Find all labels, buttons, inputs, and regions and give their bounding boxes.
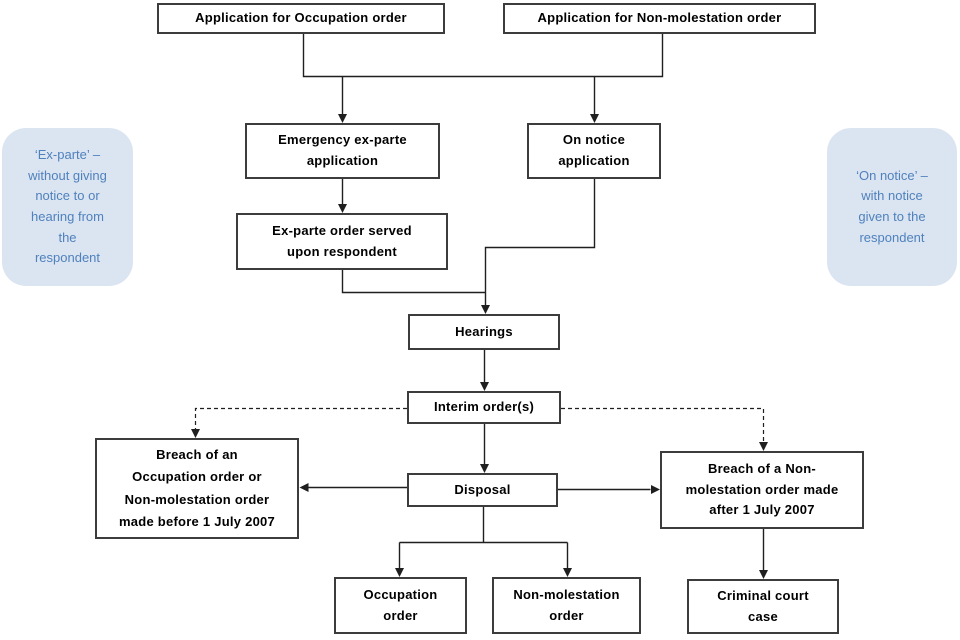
edge-served-to-merge (341, 270, 486, 294)
node-emergency-ex-parte-application: Emergency ex-parte application (245, 123, 440, 179)
edge-disposal-split (398, 507, 569, 569)
node-non-molestation-order: Non-molestation order (492, 577, 641, 634)
edge-interim-to-breach-after-dashed (561, 407, 765, 443)
node-interim-orders: Interim order(s) (407, 391, 561, 424)
node-on-notice-application: On notice application (527, 123, 661, 179)
edge-top-connector (302, 34, 664, 78)
callout-on-notice-definition: ‘On notice’ – with notice given to the r… (827, 128, 957, 286)
node-disposal: Disposal (407, 473, 558, 507)
node-hearings: Hearings (408, 314, 560, 350)
node-criminal-court-case: Criminal court case (687, 579, 839, 634)
node-breach-before-july-2007: Breach of an Occupation order or Non-mol… (95, 438, 299, 539)
node-ex-parte-order-served: Ex-parte order served upon respondent (236, 213, 448, 270)
node-breach-after-july-2007: Breach of a Non- molestation order made … (660, 451, 864, 529)
callout-ex-parte-definition: ‘Ex-parte’ – without giving notice to or… (2, 128, 133, 286)
node-application-occupation-order: Application for Occupation order (157, 3, 445, 34)
edge-interim-to-breach-before-dashed (194, 407, 407, 430)
node-occupation-order: Occupation order (334, 577, 467, 634)
edge-on-notice-to-hearings (484, 179, 596, 306)
node-application-non-molestation-order: Application for Non-molestation order (503, 3, 816, 34)
